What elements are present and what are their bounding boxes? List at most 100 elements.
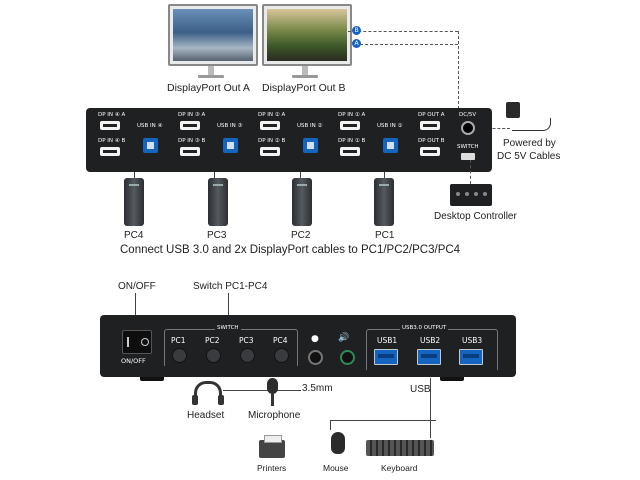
cable-pc4 [134, 172, 135, 182]
usb-in-2-label: USB IN ② [297, 123, 323, 129]
pc3-button-label: PC3 [239, 336, 254, 345]
monitor-a-stand [208, 66, 214, 76]
usb-leader [430, 378, 431, 438]
pc1-button-label: PC1 [171, 336, 186, 345]
keyboard-label: Keyboard [381, 463, 418, 473]
pc3-button[interactable] [240, 348, 255, 363]
pc4-button[interactable] [274, 348, 289, 363]
usb-label: USB [410, 384, 431, 395]
dc-jack[interactable] [461, 121, 475, 135]
cable-out-down [458, 31, 459, 109]
switch-callout-label: Switch PC1-PC4 [193, 281, 268, 292]
onoff-leader [135, 293, 136, 327]
switch-group-label: SWITCH [215, 325, 241, 331]
front-foot-right [440, 377, 464, 381]
dp-out-a-label: DP OUT A [418, 112, 445, 118]
monitor-b-foot [292, 75, 318, 78]
microphone-label: Microphone [248, 410, 301, 421]
switch-callout-leader [228, 293, 229, 325]
usb2-port[interactable] [417, 349, 441, 365]
usb-leader-h [330, 420, 436, 421]
speaker-icon: 🔊 [338, 333, 350, 343]
pc2-label: PC2 [291, 230, 311, 241]
dp-in-3a-port[interactable] [180, 121, 200, 130]
jack-leader-h [223, 390, 301, 391]
dp-in-1a-port[interactable] [340, 121, 360, 130]
mouse-icon [331, 432, 345, 454]
cable-pc3 [214, 172, 215, 182]
dp-out-b-label: DP OUT B [418, 138, 445, 144]
usb-in-1-port[interactable] [383, 138, 398, 153]
dp-in-4b-port[interactable] [100, 147, 120, 156]
onoff-top-label: ON/OFF [118, 281, 156, 292]
dp-in-2a-port[interactable] [260, 121, 280, 130]
dc-label: DC/5V [459, 112, 477, 118]
headset-icon [192, 381, 224, 405]
onoff-bottom-label: ON/OFF [121, 357, 146, 365]
cable-pc2 [300, 172, 301, 182]
monitor-a [168, 4, 258, 66]
switch-port[interactable] [461, 153, 475, 160]
controller-cable [470, 160, 471, 184]
usb-drop-printer [330, 420, 331, 430]
usb-in-3-port[interactable] [223, 138, 238, 153]
usb1-port[interactable] [374, 349, 398, 365]
dp-in-2b-port[interactable] [260, 147, 280, 156]
pc2-tower-icon [292, 178, 312, 226]
usb-group-label: USB3.0 OUTPUT [400, 325, 449, 331]
mic-jack[interactable] [308, 350, 323, 365]
pc4-tower-icon [124, 178, 144, 226]
dp-out-b-port[interactable] [420, 147, 440, 156]
dp-in-3a-label: DP IN ③ A [178, 112, 206, 118]
pc2-button-label: PC2 [205, 336, 220, 345]
monitor-a-screen [173, 9, 253, 61]
usb-in-4-port[interactable] [143, 138, 158, 153]
dp-in-3b-port[interactable] [180, 147, 200, 156]
power-cable [512, 118, 551, 131]
dp-in-2a-label: DP IN ② A [258, 112, 286, 118]
dp-in-4a-port[interactable] [100, 121, 120, 130]
dp-out-a-port[interactable] [420, 121, 440, 130]
monitor-a-label: DisplayPort Out A [167, 82, 250, 94]
usb-in-4-label: USB IN ④ [137, 123, 163, 129]
switch-port-label: SWITCH [457, 144, 479, 150]
dp-in-1b-label: DP IN ① B [338, 138, 366, 144]
pc1-button[interactable] [172, 348, 187, 363]
usb3-port[interactable] [459, 349, 483, 365]
monitor-b-screen [267, 9, 347, 61]
cable-b [348, 31, 458, 32]
dp-in-4b-label: DP IN ④ B [98, 138, 126, 144]
usb-in-2-port[interactable] [303, 138, 318, 153]
power-switch[interactable] [122, 330, 152, 354]
usb-in-1-label: USB IN ① [377, 123, 403, 129]
cable-pc1 [384, 172, 385, 182]
desktop-controller-label: Desktop Controller [434, 211, 517, 222]
dp-in-1b-port[interactable] [340, 147, 360, 156]
jack-size-label: 3.5mm [302, 383, 333, 394]
usb3-label: USB3 [462, 336, 483, 345]
monitor-a-foot [198, 75, 224, 78]
usb-in-3-label: USB IN ③ [217, 123, 243, 129]
mouse-label: Mouse [323, 463, 349, 473]
monitor-b-stand [302, 66, 308, 76]
printer-icon [259, 435, 285, 458]
power-adapter-icon [506, 102, 520, 118]
dp-in-1a-label: DP IN ① A [338, 112, 366, 118]
pc4-label: PC4 [124, 230, 144, 241]
dp-in-3b-label: DP IN ③ B [178, 138, 206, 144]
power-cable-dash [478, 128, 510, 129]
pc1-tower-icon [374, 178, 394, 226]
audio-jack[interactable] [340, 350, 355, 365]
microphone-icon: ● [311, 334, 319, 344]
pc2-button[interactable] [206, 348, 221, 363]
usb2-label: USB2 [420, 336, 441, 345]
power-label-1: Powered by [503, 138, 556, 149]
pc1-label: PC1 [375, 230, 395, 241]
pc4-button-label: PC4 [273, 336, 288, 345]
pc3-label: PC3 [207, 230, 227, 241]
connect-caption: Connect USB 3.0 and 2x DisplayPort cable… [120, 244, 461, 256]
dp-in-2b-label: DP IN ② B [258, 138, 286, 144]
headset-label: Headset [187, 410, 225, 421]
dp-in-4a-label: DP IN ④ A [98, 112, 126, 118]
power-label-2: DC 5V Cables [497, 151, 561, 162]
